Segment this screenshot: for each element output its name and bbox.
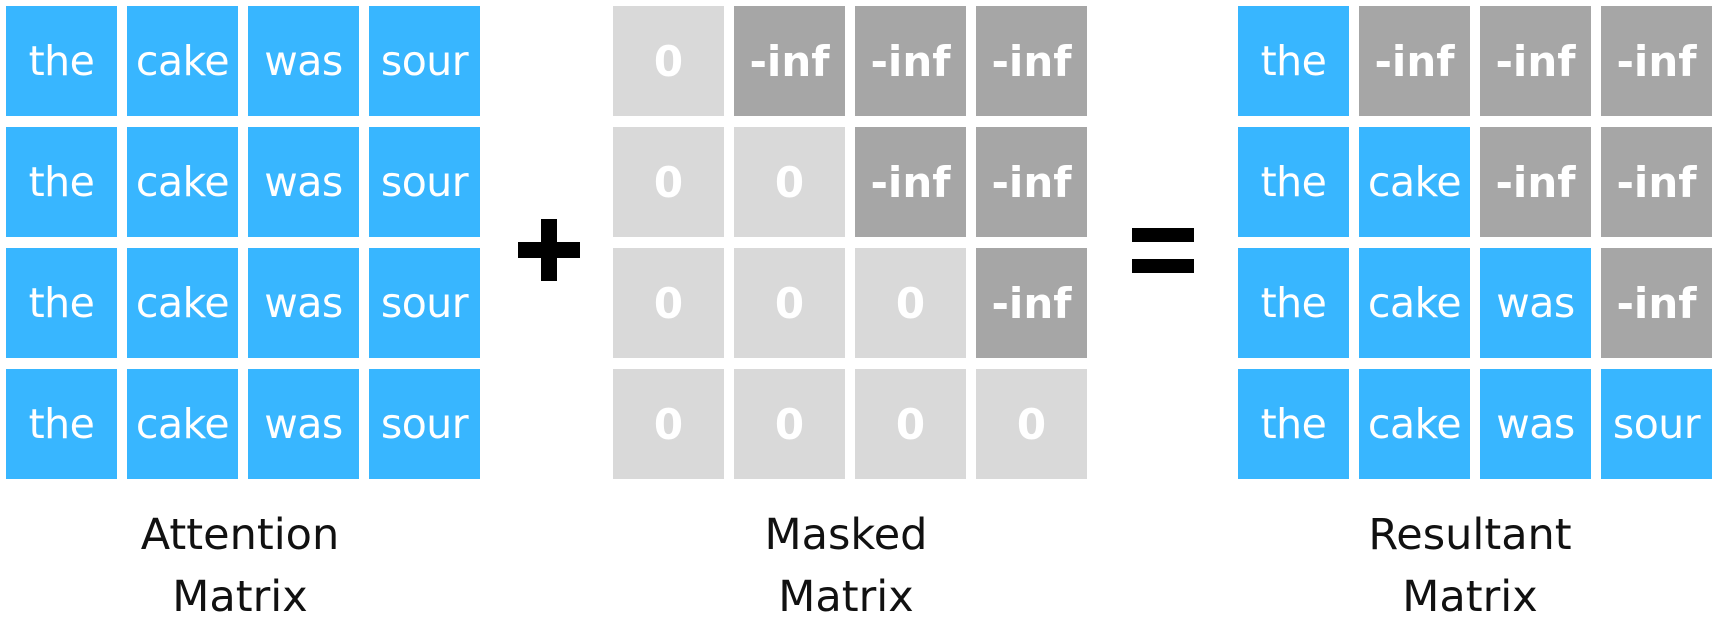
masked-matrix-cell-r0-c1: -inf xyxy=(734,6,845,116)
attention-matrix-cell-r3-c3: sour xyxy=(369,369,480,479)
plus-sign xyxy=(518,219,580,281)
masked-matrix-cell-r2-c0: 0 xyxy=(613,248,724,358)
resultant-matrix-cell-r3-c0: the xyxy=(1238,369,1349,479)
masked-matrix-cell-r3-c2: 0 xyxy=(855,369,966,479)
resultant-caption-line2: Matrix xyxy=(1402,572,1538,622)
masked-matrix-cell-r3-c1: 0 xyxy=(734,369,845,479)
attention-matrix-cell-r2-c3: sour xyxy=(369,248,480,358)
masked-matrix-cell-r2-c2: 0 xyxy=(855,248,966,358)
masked-matrix-cell-r2-c1: 0 xyxy=(734,248,845,358)
masked-matrix-cell-r0-c2: -inf xyxy=(855,6,966,116)
attention-matrix-caption: Attention Matrix xyxy=(60,504,420,628)
resultant-caption-line1: Resultant xyxy=(1368,510,1572,560)
attention-matrix-cell-r0-c1: cake xyxy=(127,6,238,116)
attention-caption-line1: Attention xyxy=(140,510,340,560)
equals-sign xyxy=(1132,228,1194,274)
attention-matrix-cell-r3-c0: the xyxy=(6,369,117,479)
attention-matrix-cell-r1-c1: cake xyxy=(127,127,238,237)
resultant-matrix-cell-r2-c1: cake xyxy=(1359,248,1470,358)
resultant-matrix-cell-r0-c2: -inf xyxy=(1480,6,1591,116)
masked-matrix-cell-r2-c3: -inf xyxy=(976,248,1087,358)
resultant-matrix-cell-r3-c3: sour xyxy=(1601,369,1712,479)
attention-matrix-cell-r0-c2: was xyxy=(248,6,359,116)
attention-matrix-cell-r2-c2: was xyxy=(248,248,359,358)
resultant-matrix-cell-r3-c1: cake xyxy=(1359,369,1470,479)
resultant-matrix-cell-r0-c0: the xyxy=(1238,6,1349,116)
attention-matrix-cell-r1-c2: was xyxy=(248,127,359,237)
masked-matrix-caption: Masked Matrix xyxy=(666,504,1026,628)
masked-matrix-cell-r1-c3: -inf xyxy=(976,127,1087,237)
masked-matrix-cell-r1-c1: 0 xyxy=(734,127,845,237)
attention-caption-line2: Matrix xyxy=(172,572,308,622)
resultant-matrix-cell-r1-c3: -inf xyxy=(1601,127,1712,237)
resultant-matrix-cell-r0-c1: -inf xyxy=(1359,6,1470,116)
plus-sign-vertical-bar xyxy=(541,219,557,281)
resultant-matrix-cell-r2-c3: -inf xyxy=(1601,248,1712,358)
resultant-matrix-cell-r2-c0: the xyxy=(1238,248,1349,358)
attention-matrix-cell-r0-c3: sour xyxy=(369,6,480,116)
equals-sign-bottom-bar xyxy=(1132,259,1194,273)
masked-caption-line2: Matrix xyxy=(778,572,914,622)
attention-matrix-cell-r0-c0: the xyxy=(6,6,117,116)
resultant-matrix-cell-r2-c2: was xyxy=(1480,248,1591,358)
attention-matrix-cell-r2-c1: cake xyxy=(127,248,238,358)
resultant-matrix-cell-r0-c3: -inf xyxy=(1601,6,1712,116)
equals-sign-top-bar xyxy=(1132,228,1194,242)
resultant-matrix-cell-r1-c1: cake xyxy=(1359,127,1470,237)
masked-matrix-cell-r3-c0: 0 xyxy=(613,369,724,479)
attention-matrix-cell-r2-c0: the xyxy=(6,248,117,358)
masked-matrix-cell-r0-c0: 0 xyxy=(613,6,724,116)
resultant-matrix-cell-r1-c0: the xyxy=(1238,127,1349,237)
masked-caption-line1: Masked xyxy=(764,510,928,560)
masked-matrix-cell-r0-c3: -inf xyxy=(976,6,1087,116)
attention-matrix-cell-r3-c2: was xyxy=(248,369,359,479)
attention-matrix-cell-r1-c3: sour xyxy=(369,127,480,237)
attention-matrix-cell-r3-c1: cake xyxy=(127,369,238,479)
masked-matrix-cell-r1-c2: -inf xyxy=(855,127,966,237)
masked-matrix-cell-r1-c0: 0 xyxy=(613,127,724,237)
attention-matrix-cell-r1-c0: the xyxy=(6,127,117,237)
resultant-matrix-cell-r1-c2: -inf xyxy=(1480,127,1591,237)
masked-matrix-cell-r3-c3: 0 xyxy=(976,369,1087,479)
resultant-matrix-caption: Resultant Matrix xyxy=(1290,504,1650,628)
resultant-matrix-cell-r3-c2: was xyxy=(1480,369,1591,479)
